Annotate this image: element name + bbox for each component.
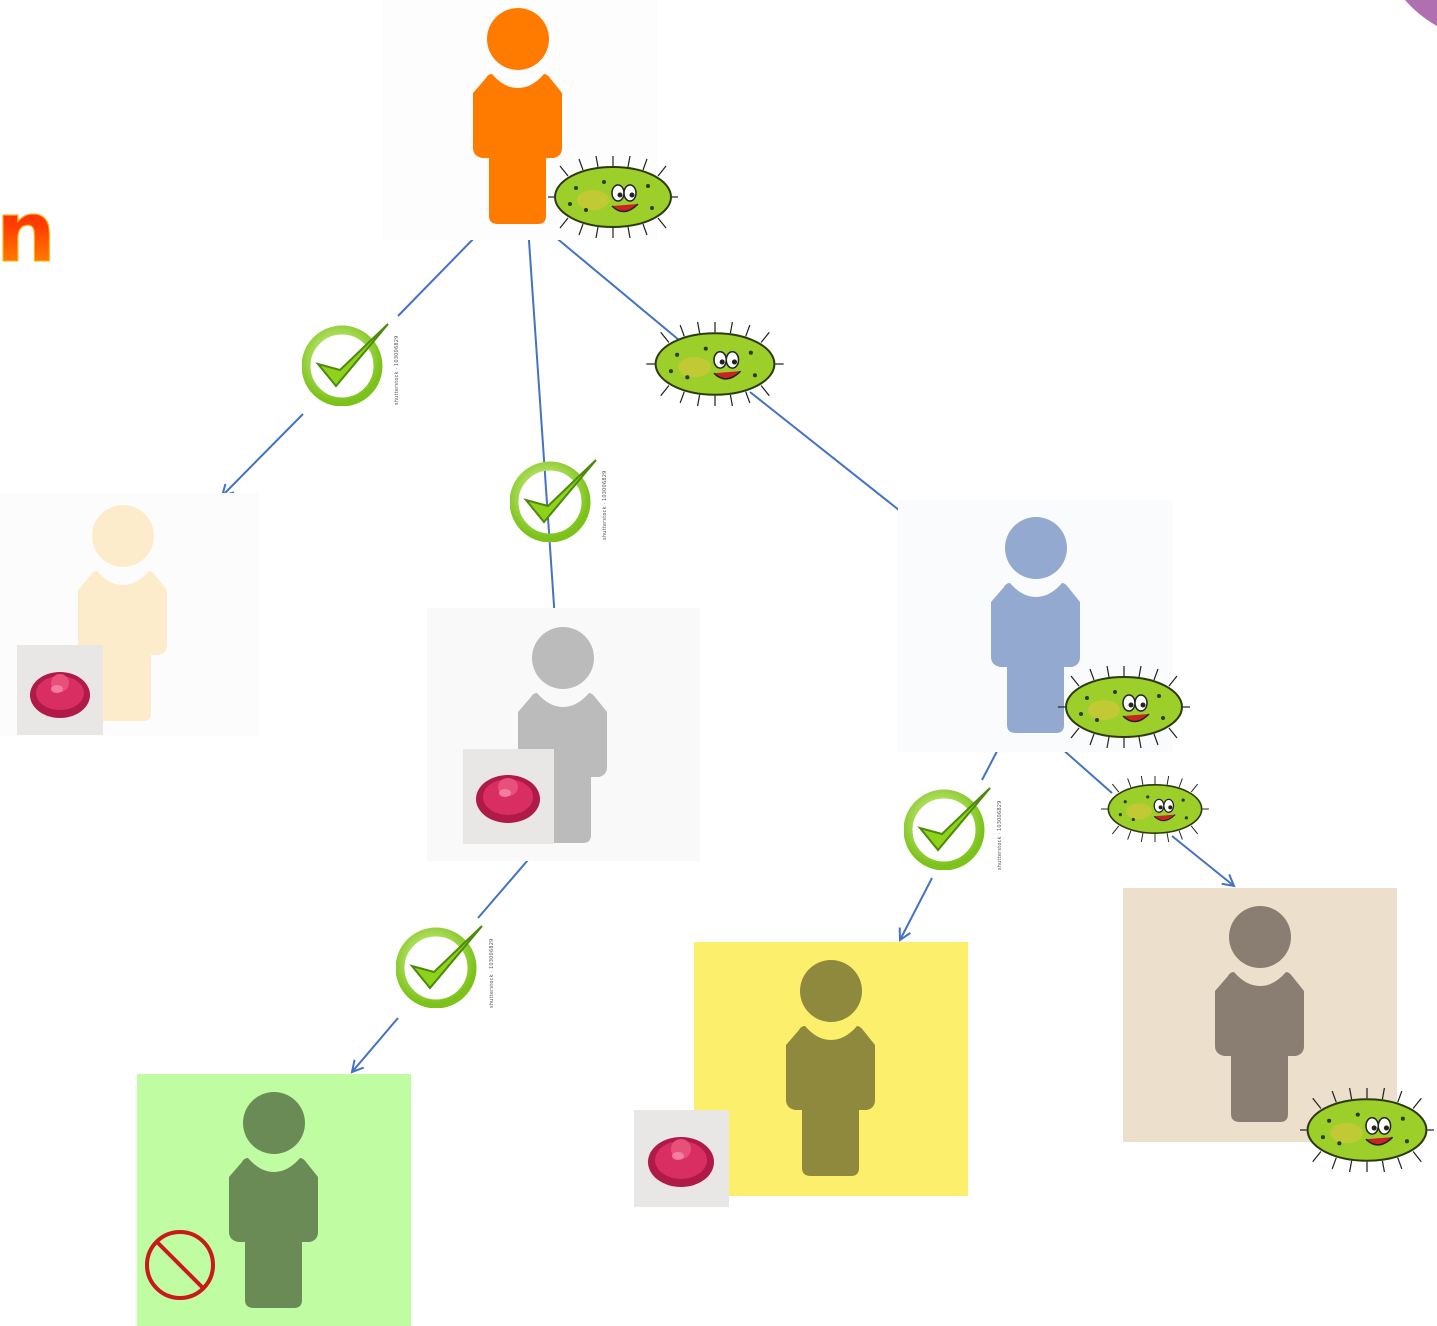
blue-person-icon [991,517,1080,733]
arrow-root-to-gray [527,225,555,620]
arrow-root-to-blue [541,225,686,346]
bacteria-icon [1101,776,1209,842]
title-fragment: n [0,190,56,275]
prohibited-icon [145,1230,215,1300]
olive-person-icon [786,960,875,1176]
taupe-person-icon [1215,906,1304,1122]
bacteria-icon [646,322,784,406]
stock-caption: shutterstock · 103006829 [997,800,1003,870]
condom-icon [634,1110,729,1207]
condom-icon [463,749,554,844]
bacteria-icon [1058,666,1190,748]
check-icon [904,787,991,870]
check-icon [302,323,389,406]
bacteria-icon [1300,1088,1434,1172]
bacteria-icon [548,156,678,238]
stock-caption: shutterstock · 103006829 [489,938,495,1008]
check-icon [396,925,483,1008]
stock-caption: shutterstock · 103006829 [602,470,608,540]
corner-decoration [1405,0,1437,26]
condom-icon [17,645,103,735]
check-icon [510,459,597,542]
stock-caption: shutterstock · 103006829 [394,335,400,405]
green-person-icon [229,1092,318,1308]
root-person-icon [473,8,562,224]
arrow-root-to-peach [397,231,481,317]
